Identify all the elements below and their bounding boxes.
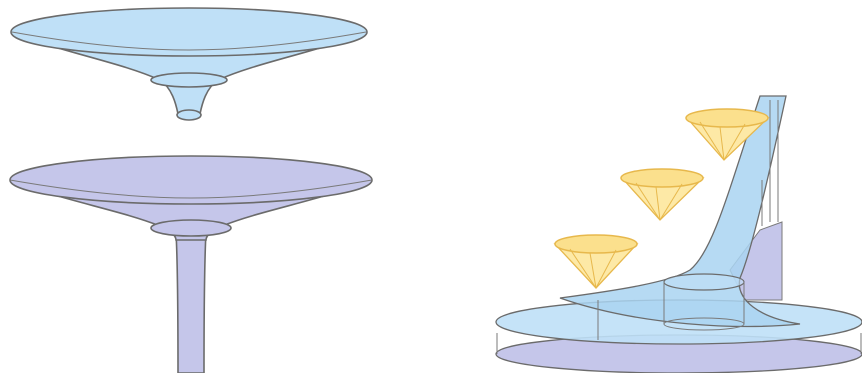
right-embedding [496, 96, 862, 373]
bottom-funnel-tube [176, 232, 206, 373]
neck-ring [664, 274, 744, 290]
top-funnel-rim [11, 8, 367, 56]
bottom-funnel-neck-ring [151, 220, 231, 236]
top-funnel [11, 8, 367, 120]
bottom-funnel [10, 156, 372, 373]
top-funnel-bottom-ring [177, 110, 201, 120]
top-funnel-neck-ring [151, 73, 227, 87]
light-cone-middle [621, 169, 703, 220]
light-cone-bottom [555, 235, 637, 288]
bottom-funnel-rim [10, 156, 372, 204]
